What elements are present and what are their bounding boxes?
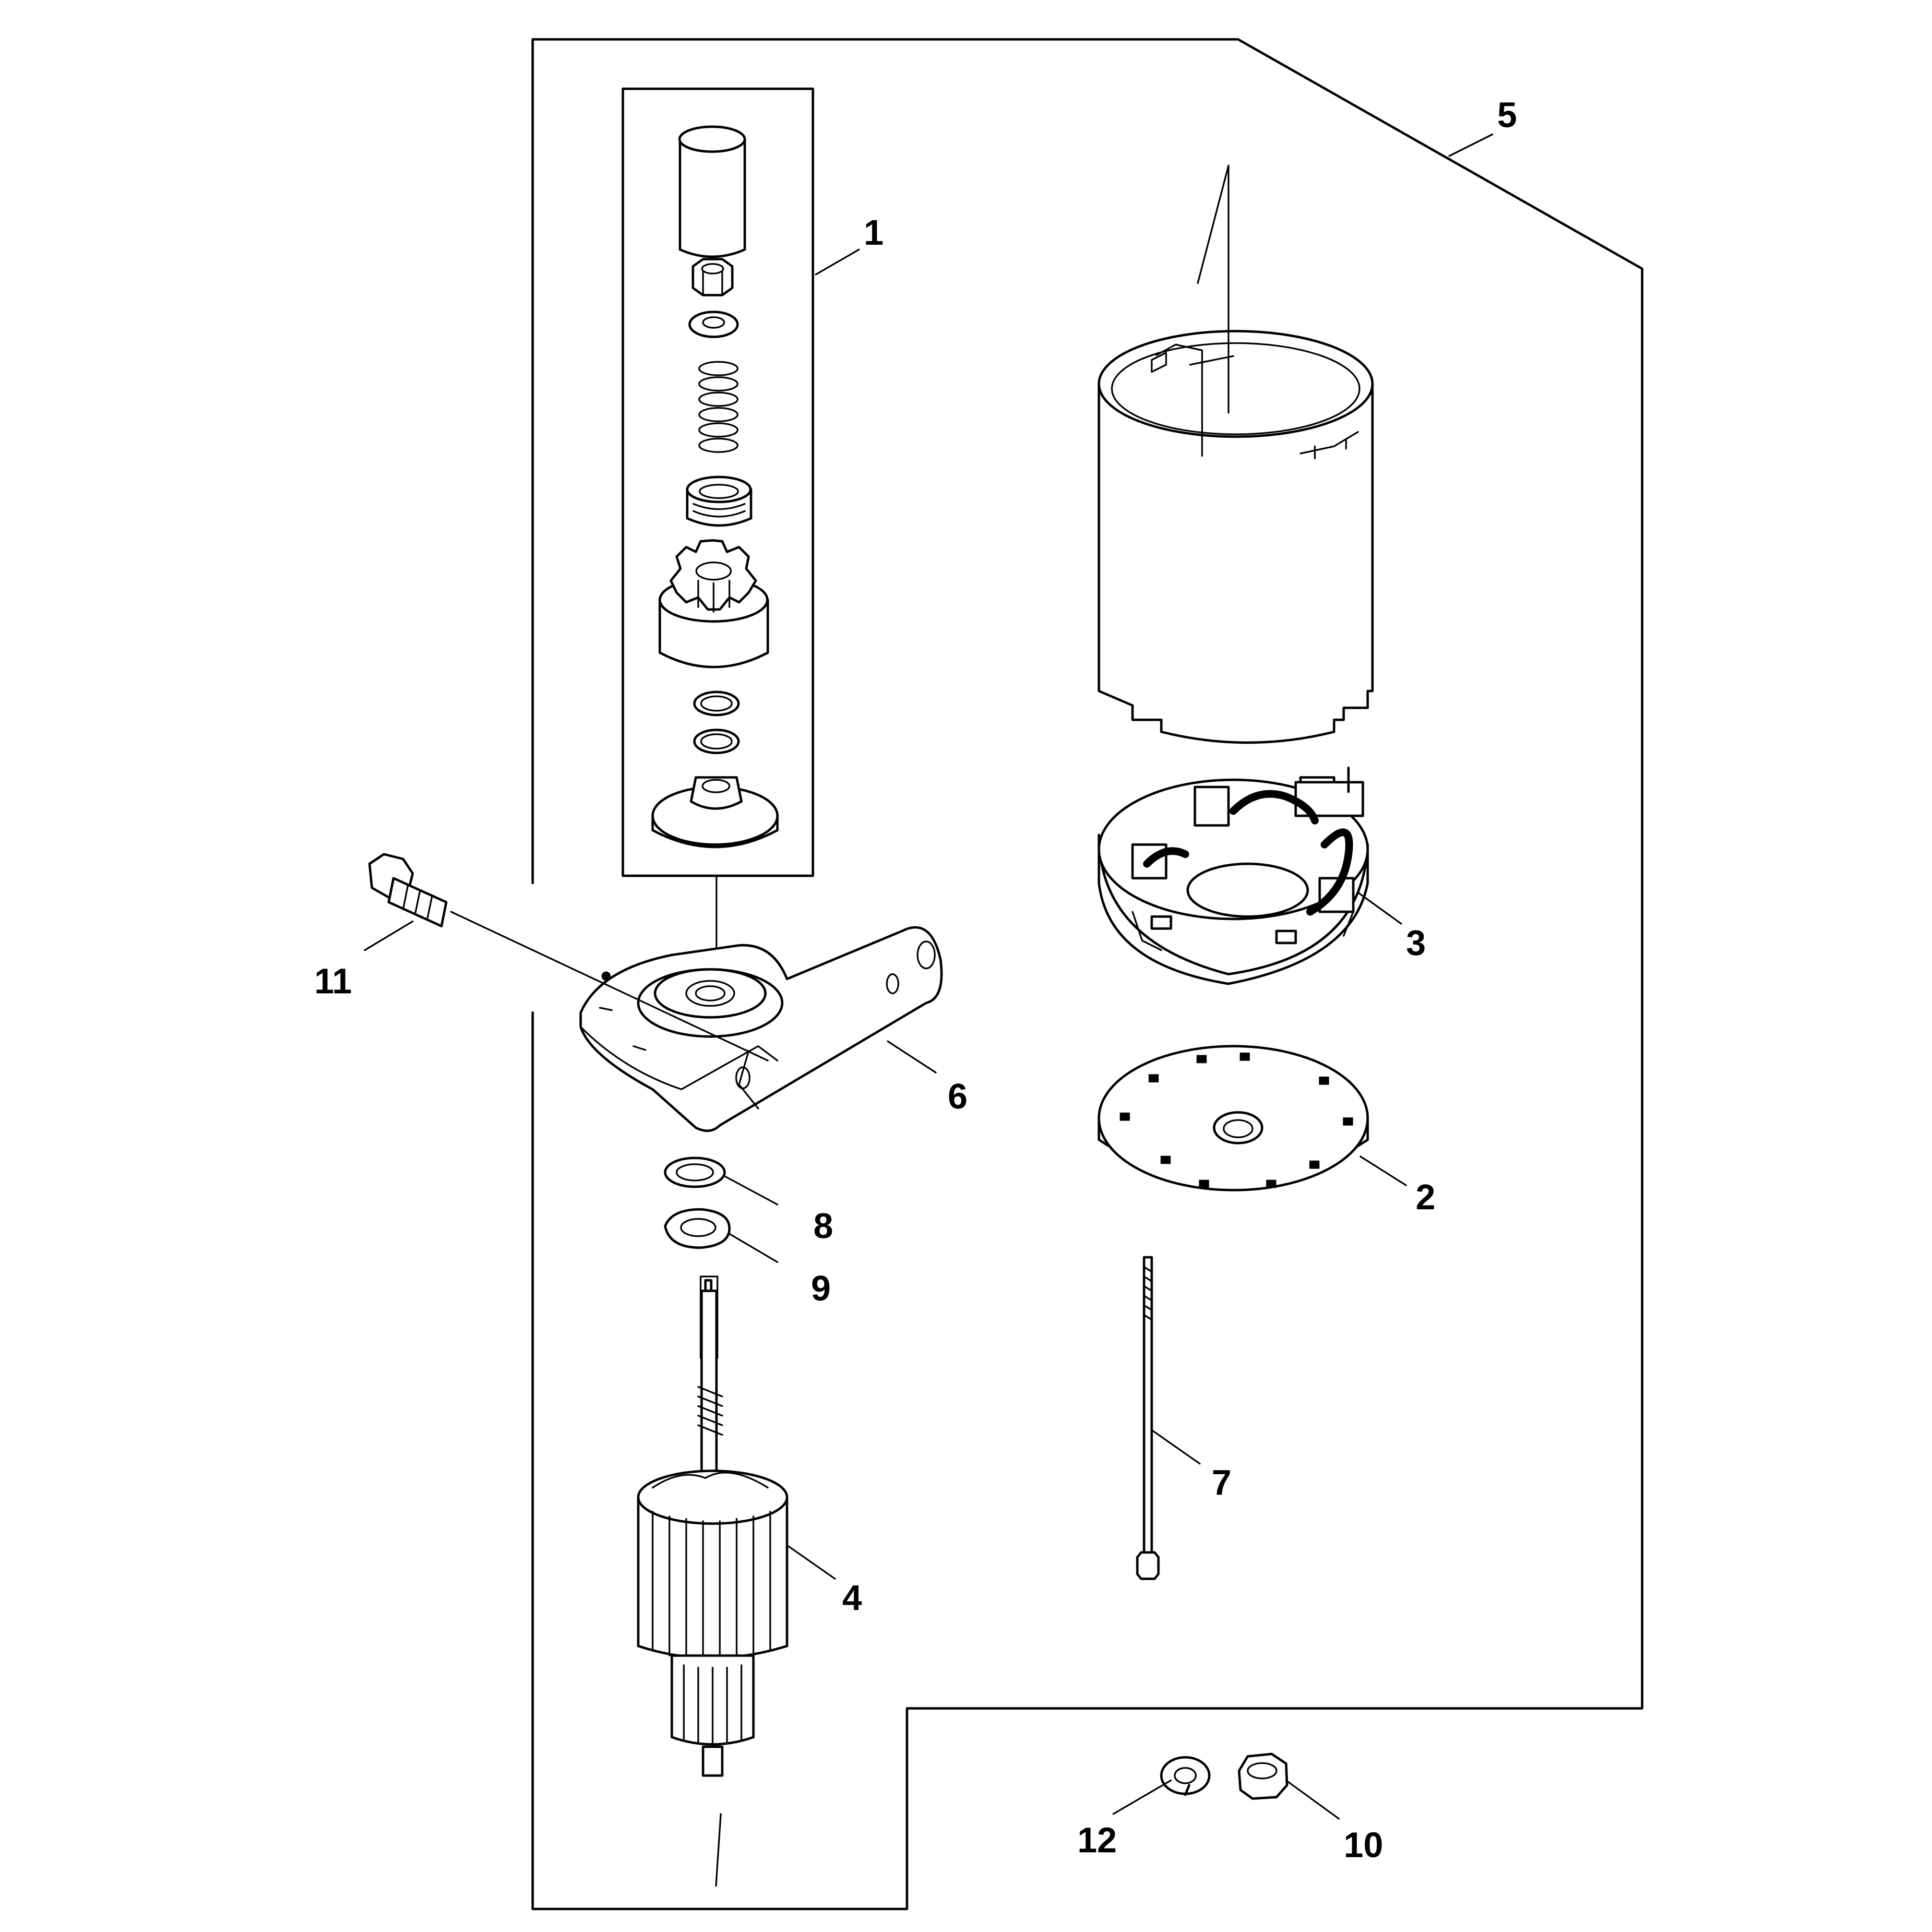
drive-nut [692,258,734,297]
callout-4: 4 [842,1578,862,1618]
callout-5: 5 [1497,95,1517,135]
drive-cap [678,125,746,258]
leader-1 [815,249,860,275]
callout-11: 11 [314,961,352,1001]
pinion-gear [658,539,769,668]
drive-end-bracket [579,926,943,1132]
leader-9 [727,1232,778,1263]
leader-6 [887,1040,937,1073]
drive-kit-box [621,87,814,877]
drive-collar [686,476,752,527]
callout-8: 8 [813,1206,833,1246]
drive-washer [688,310,739,338]
leader-3 [1357,892,1402,925]
washer-8 [664,1157,726,1188]
callout-1: 1 [864,213,883,252]
lock-washer-12 [1160,1756,1211,1796]
leader-4 [786,1544,836,1580]
leader-10 [1285,1779,1340,1820]
leader-11 [364,920,414,951]
leader-7 [1151,1429,1201,1465]
washer-9 [664,1208,731,1249]
leader-lines [364,133,1493,1820]
leader-2 [1360,1156,1407,1186]
callout-2: 2 [1416,1177,1435,1217]
leader-12 [1112,1779,1172,1815]
drive-stop-nut [651,776,779,848]
through-bolt [1136,1256,1160,1580]
armature [637,1276,788,1887]
callout-6: 6 [948,1076,967,1116]
callout-3: 3 [1406,923,1426,963]
bolt-11 [368,853,769,1061]
leader-8 [725,1176,778,1205]
brush-plate [1097,1045,1369,1192]
nut-10 [1238,1753,1288,1800]
drive-kit-parts [651,125,779,966]
field-housing [1097,165,1374,744]
callout-7: 7 [1212,1463,1231,1503]
callout-10: 10 [1344,1825,1383,1865]
callout-9: 9 [811,1268,831,1308]
drive-spring [698,361,739,453]
leader-5 [1448,133,1493,157]
drive-rings [693,691,740,754]
callouts: 1 2 3 4 5 6 7 8 9 10 11 12 [314,95,1517,1865]
assembly-outline [531,38,1644,1910]
callout-12: 12 [1077,1820,1117,1860]
brush-holder [1097,766,1369,985]
